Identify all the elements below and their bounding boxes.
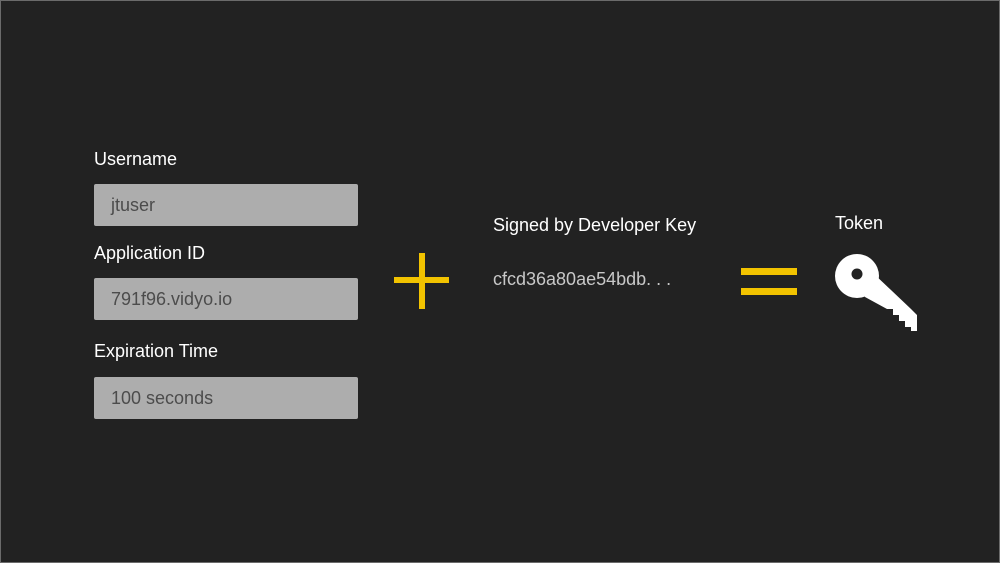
signature-label: Signed by Developer Key (493, 215, 697, 235)
application-id-label: Application ID (94, 243, 206, 263)
token-label: Token (835, 213, 884, 233)
signature-value: cfcd36a80ae54bdb. . . (493, 269, 672, 289)
expiration-time-field: 100 seconds (94, 377, 358, 419)
key-icon (835, 254, 917, 331)
expiration-time-label: Expiration Time (94, 341, 219, 361)
username-label: Username (94, 149, 178, 169)
application-id-field: 791f96.vidyo.io (94, 278, 358, 320)
username-field: jtuser (94, 184, 358, 226)
